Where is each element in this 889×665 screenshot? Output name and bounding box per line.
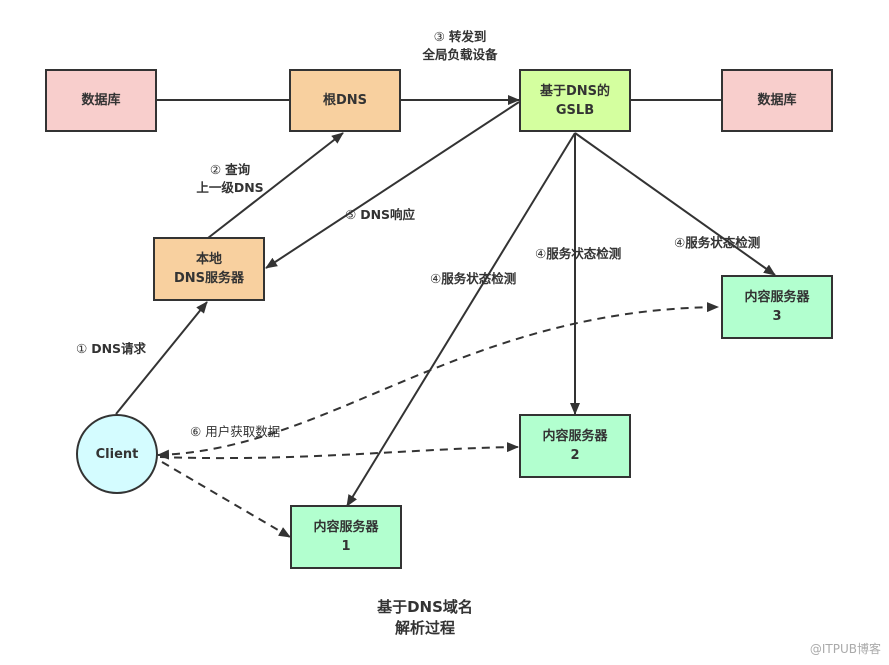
edge-label-step4-server3: ④服务状态检测 [674, 234, 760, 252]
node-label: 1 [341, 539, 351, 554]
edge-label-text: 全局负载设备 [422, 47, 498, 62]
step-number: ④ [535, 246, 547, 261]
edge-label-text: 转发到 [448, 29, 487, 44]
node-client[interactable]: Client [76, 414, 158, 494]
edge-gslb-server3 [574, 132, 776, 276]
edge-label-text: 服务状态检测 [546, 246, 622, 261]
node-label: DNS服务器 [173, 271, 245, 286]
edge-client-server1-dashed [161, 461, 291, 538]
node-label: GSLB [555, 102, 595, 118]
step-number: ② [209, 162, 222, 177]
step-number: ④ [674, 235, 686, 250]
edge-label-text: 上一级DNS [196, 180, 264, 195]
node-local-dns[interactable]: 本地 DNS服务器 [153, 237, 265, 301]
edge-label-text: 用户获取数据 [205, 424, 281, 439]
watermark: @ITPUB博客 [809, 642, 881, 656]
diagram-title: 基于DNS域名 解析过程 [360, 597, 490, 639]
node-label: 内容服务器 [744, 290, 810, 305]
step-number: ④ [430, 271, 442, 286]
node-label: 2 [570, 448, 580, 463]
node-root-dns[interactable]: 根DNS [289, 69, 401, 132]
title-line-1: 基于DNS域名 [377, 598, 473, 616]
node-label: 本地 [195, 252, 222, 267]
node-label: 根DNS [322, 93, 368, 108]
node-label: 内容服务器 [542, 429, 608, 444]
node-content-server-2[interactable]: 内容服务器 2 [519, 414, 631, 478]
step-number: ⑤ [345, 207, 357, 222]
node-label: 内容服务器 [313, 520, 379, 535]
edge-label-text: 服务状态检测 [441, 271, 517, 286]
edge-label-text: 查询 [225, 162, 251, 177]
edge-local-dns-root-dns [207, 132, 344, 239]
edge-gslb-local-dns [265, 101, 520, 269]
step-number: ③ [433, 29, 445, 44]
title-line-2: 解析过程 [394, 619, 455, 637]
node-content-server-1[interactable]: 内容服务器 1 [290, 505, 402, 569]
node-gslb[interactable]: 基于DNS的 GSLB [519, 69, 631, 132]
edge-label-text: DNS响应 [360, 207, 416, 222]
edge-label-step4-server1: ④服务状态检测 [430, 270, 516, 288]
node-label: 3 [772, 309, 782, 324]
node-database-left[interactable]: 数据库 [45, 69, 157, 132]
node-label: 数据库 [81, 93, 121, 108]
node-content-server-3[interactable]: 内容服务器 3 [721, 275, 833, 339]
edge-label-text: DNS请求 [91, 341, 147, 356]
edge-client-server3-dashed [157, 302, 719, 460]
edge-label-text: 服务状态检测 [685, 235, 761, 250]
step-number: ⑥ [190, 424, 202, 439]
node-label: Client [95, 446, 139, 462]
edge-label-step4-server2: ④服务状态检测 [535, 245, 621, 263]
node-database-right[interactable]: 数据库 [721, 69, 833, 132]
edge-client-local-dns [115, 301, 208, 415]
step-number: ① [76, 341, 88, 356]
node-label: 数据库 [757, 93, 797, 108]
node-label: 基于DNS的 [539, 83, 611, 99]
